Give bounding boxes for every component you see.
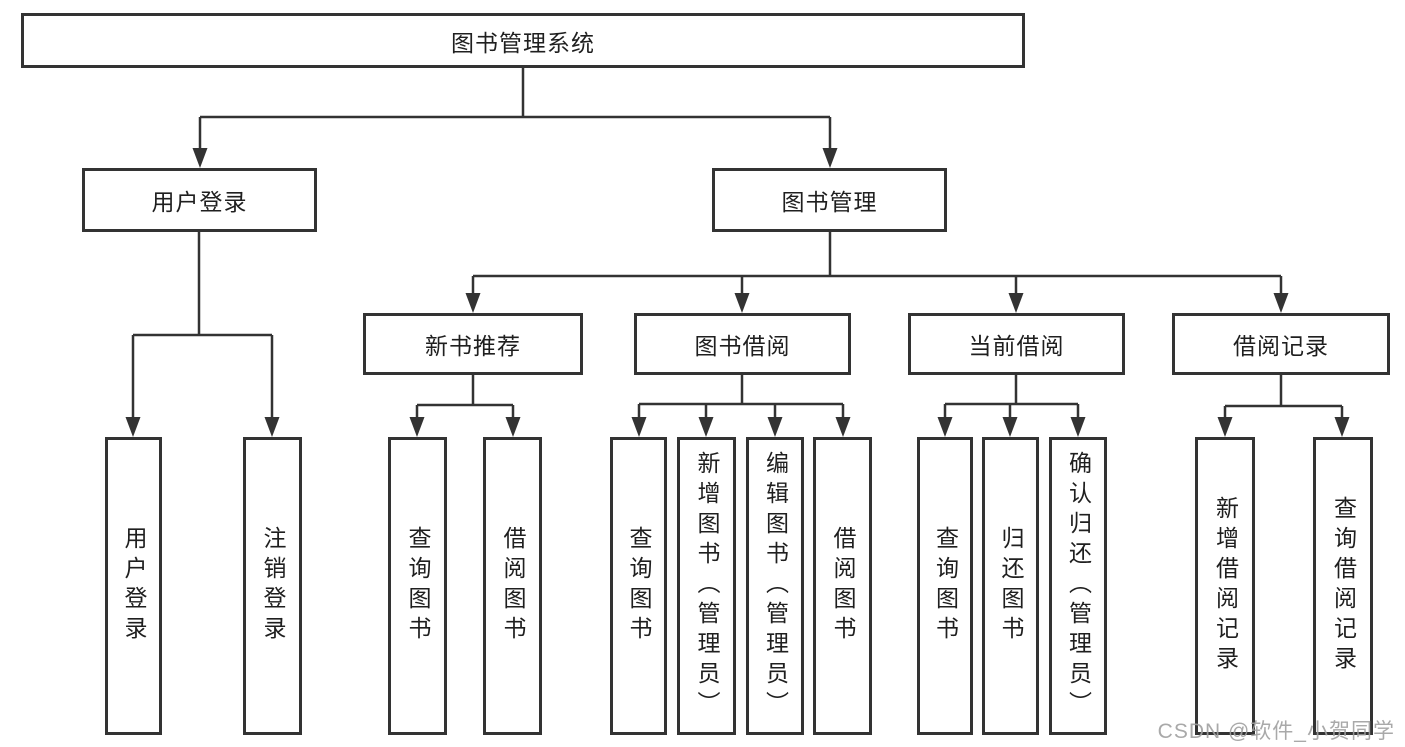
leaf-user-login: 用户登录 — [105, 437, 162, 735]
node-current-borrowing: 当前借阅 — [908, 313, 1125, 375]
leaf-query-book-current-label: 查询图书 — [932, 526, 959, 646]
leaf-borrow-book-label: 借阅图书 — [830, 526, 856, 646]
leaf-query-borrow-record: 查询借阅记录 — [1313, 437, 1373, 735]
leaf-query-borrow-record-label: 查询借阅记录 — [1330, 496, 1357, 676]
leaf-add-book-admin-label: 新增图书（管理员） — [694, 451, 720, 721]
leaf-return-book: 归还图书 — [982, 437, 1039, 735]
leaf-add-borrow-record-label: 新增借阅记录 — [1212, 496, 1239, 676]
leaf-borrow-book-recommend: 借阅图书 — [483, 437, 542, 735]
node-borrow-records: 借阅记录 — [1172, 313, 1390, 375]
leaf-user-login-label: 用户登录 — [121, 526, 147, 646]
leaf-query-book-current: 查询图书 — [917, 437, 973, 735]
leaf-query-book-borrowing-label: 查询图书 — [626, 526, 652, 646]
leaf-borrow-book: 借阅图书 — [813, 437, 872, 735]
leaf-confirm-return-admin-label: 确认归还（管理员） — [1065, 451, 1092, 721]
node-user-login: 用户登录 — [82, 168, 317, 232]
leaf-logout: 注销登录 — [243, 437, 302, 735]
connector-paths — [131, 68, 1344, 421]
leaf-confirm-return-admin: 确认归还（管理员） — [1049, 437, 1107, 735]
node-new-book-recommend: 新书推荐 — [363, 313, 583, 375]
leaf-query-book-recommend-label: 查询图书 — [405, 526, 431, 646]
leaf-edit-book-admin-label: 编辑图书（管理员） — [762, 451, 789, 721]
leaf-edit-book-admin: 编辑图书（管理员） — [746, 437, 804, 735]
leaf-query-book-borrowing: 查询图书 — [610, 437, 667, 735]
node-book-management: 图书管理 — [712, 168, 947, 232]
leaf-add-book-admin: 新增图书（管理员） — [677, 437, 736, 735]
leaf-borrow-book-recommend-label: 借阅图书 — [500, 526, 526, 646]
arrowhead-icons — [125, 148, 1350, 437]
leaf-logout-label: 注销登录 — [260, 526, 286, 646]
csdn-watermark: CSDN @软件_小贺同学 — [1157, 720, 1395, 743]
leaf-return-book-label: 归还图书 — [998, 526, 1024, 646]
leaf-query-book-recommend: 查询图书 — [388, 437, 447, 735]
node-root-library-system: 图书管理系统 — [21, 13, 1025, 68]
node-book-borrowing: 图书借阅 — [634, 313, 851, 375]
leaf-add-borrow-record: 新增借阅记录 — [1195, 437, 1255, 735]
